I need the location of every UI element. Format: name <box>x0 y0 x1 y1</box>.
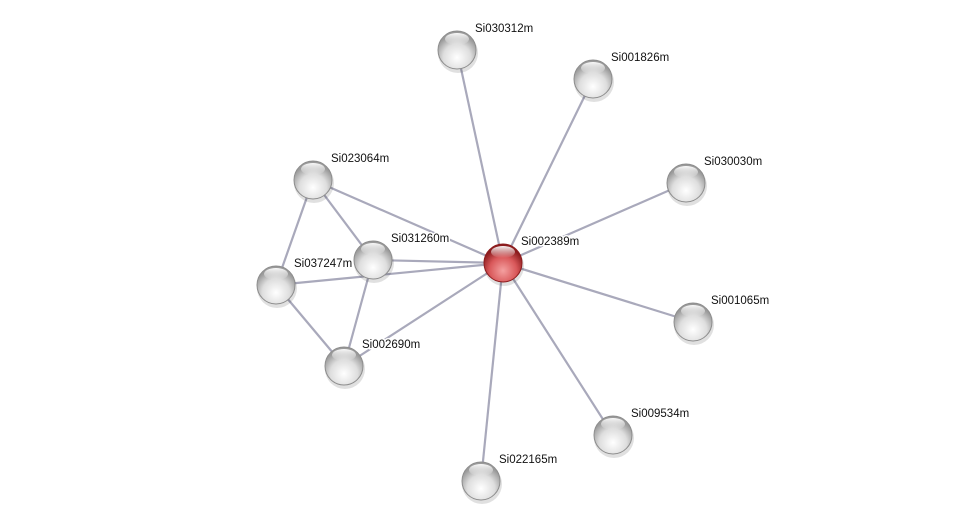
node-highlight <box>601 418 625 430</box>
node-Si001826m[interactable]: Si001826m <box>573 51 671 102</box>
node-Si002690m[interactable]: Si002690m <box>324 338 422 389</box>
node-label[interactable]: Si001826m <box>610 51 671 66</box>
node-label[interactable]: Si009534m <box>630 407 691 422</box>
node-Si001065m[interactable]: Si001065m <box>673 294 771 345</box>
node-highlight <box>332 349 356 361</box>
node-highlight <box>491 246 515 258</box>
node-label[interactable]: Si030312m <box>474 22 535 37</box>
node-label[interactable]: Si002389m <box>520 235 581 250</box>
node-Si022165m[interactable]: Si022165m <box>461 453 559 504</box>
edge-Si002389m-Si022165m[interactable] <box>479 262 505 482</box>
edge-Si002389m-Si001826m[interactable] <box>502 78 594 264</box>
node-label[interactable]: Si031260m <box>390 232 451 247</box>
edge-Si002389m-Si030030m[interactable] <box>502 181 687 265</box>
edge-Si002389m-Si009534m[interactable] <box>502 262 614 436</box>
node-Si030030m[interactable]: Si030030m <box>666 155 764 206</box>
node-label[interactable]: Si023064m <box>330 152 391 167</box>
node-highlight <box>264 268 288 280</box>
edge-Si002389m-Si023064m[interactable] <box>312 178 504 265</box>
node-highlight <box>361 243 385 255</box>
node-label[interactable]: Si037247m <box>293 257 354 272</box>
edge-Si002389m-Si037247m[interactable] <box>275 261 504 287</box>
node-Si030312m[interactable]: Si030312m <box>437 22 535 73</box>
node-highlight <box>469 464 493 476</box>
nodes-layer: Si002389mSi030312mSi001826mSi030030mSi02… <box>256 22 771 504</box>
node-Si002389m[interactable]: Si002389m <box>483 235 581 286</box>
node-label[interactable]: Si022165m <box>498 453 559 468</box>
node-Si031260m[interactable]: Si031260m <box>353 232 451 283</box>
node-highlight <box>301 163 325 175</box>
node-highlight <box>581 62 605 74</box>
node-Si023064m[interactable]: Si023064m <box>293 152 391 203</box>
node-label[interactable]: Si030030m <box>703 155 764 170</box>
edge-Si002389m-Si002690m[interactable] <box>343 262 504 367</box>
node-Si009534m[interactable]: Si009534m <box>593 407 691 458</box>
node-label[interactable]: Si001065m <box>710 294 771 309</box>
node-label[interactable]: Si002690m <box>361 338 422 353</box>
node-highlight <box>445 33 469 45</box>
node-Si037247m[interactable]: Si037247m <box>256 257 354 308</box>
edge-Si002389m-Si031260m[interactable] <box>372 258 504 265</box>
edge-Si002389m-Si001065m[interactable] <box>502 261 694 324</box>
edge-Si002389m-Si030312m[interactable] <box>455 49 505 264</box>
node-highlight <box>674 166 698 178</box>
node-highlight <box>681 305 705 317</box>
